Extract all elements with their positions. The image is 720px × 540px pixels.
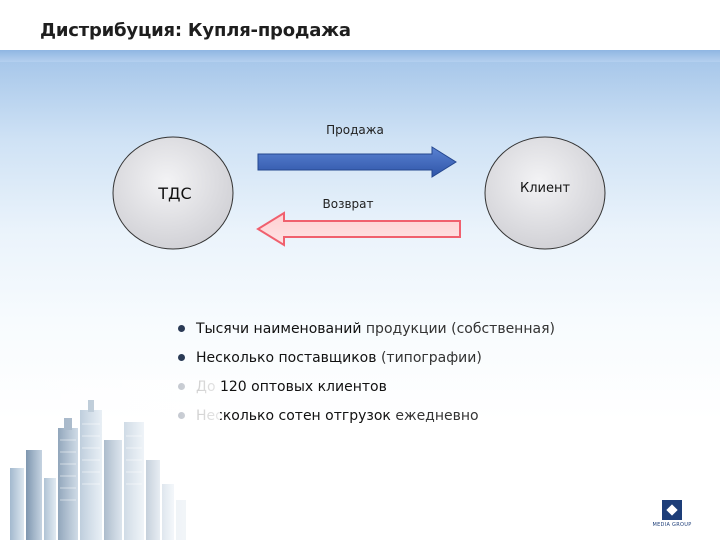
bullet-secondary-text: ежедневно (390, 408, 479, 424)
list-item: Несколько поставщиков (типографии) (178, 347, 555, 376)
bullet-icon (178, 325, 185, 332)
node-client: Клиент (484, 136, 606, 250)
node-client-label: Клиент (520, 181, 570, 196)
flow-diagram: ТДС Клиент Продажа Возврат (112, 123, 606, 250)
city-skyline-image (0, 380, 220, 540)
logo-text: MEDIA GROUP (652, 522, 692, 528)
slide-title: Дистрибуция: Купля-продажа (40, 20, 351, 41)
bullet-list: Тысячи наименований продукции (собственн… (178, 318, 555, 434)
bullet-icon (178, 354, 185, 361)
list-item: Тысячи наименований продукции (собственн… (178, 318, 555, 347)
bullet-main-text: Несколько сотен отгрузок (196, 408, 391, 424)
bullet-main-text: Несколько поставщиков (196, 350, 377, 366)
company-logo: MEDIA GROUP (652, 500, 692, 536)
arrow-sale: Продажа (257, 123, 457, 178)
node-tds-label: ТДС (157, 184, 191, 203)
bullet-secondary-text: продукции (собственная) (361, 321, 555, 337)
bullet-secondary-text: (типографии) (376, 350, 482, 366)
arrow-return: Возврат (256, 197, 461, 247)
list-item: До 120 оптовых клиентов (178, 376, 555, 405)
bullet-main-text: Тысячи наименований (196, 321, 362, 337)
arrow-sale-label: Продажа (326, 123, 384, 137)
bullet-main-text: До 120 оптовых клиентов (196, 379, 387, 395)
arrow-return-label: Возврат (323, 197, 374, 211)
list-item: Несколько сотен отгрузок ежедневно (178, 405, 555, 434)
node-tds: ТДС (112, 136, 234, 250)
logo-icon (662, 500, 682, 520)
title-bar: Дистрибуция: Купля-продажа (0, 0, 720, 52)
header-band (0, 50, 720, 62)
